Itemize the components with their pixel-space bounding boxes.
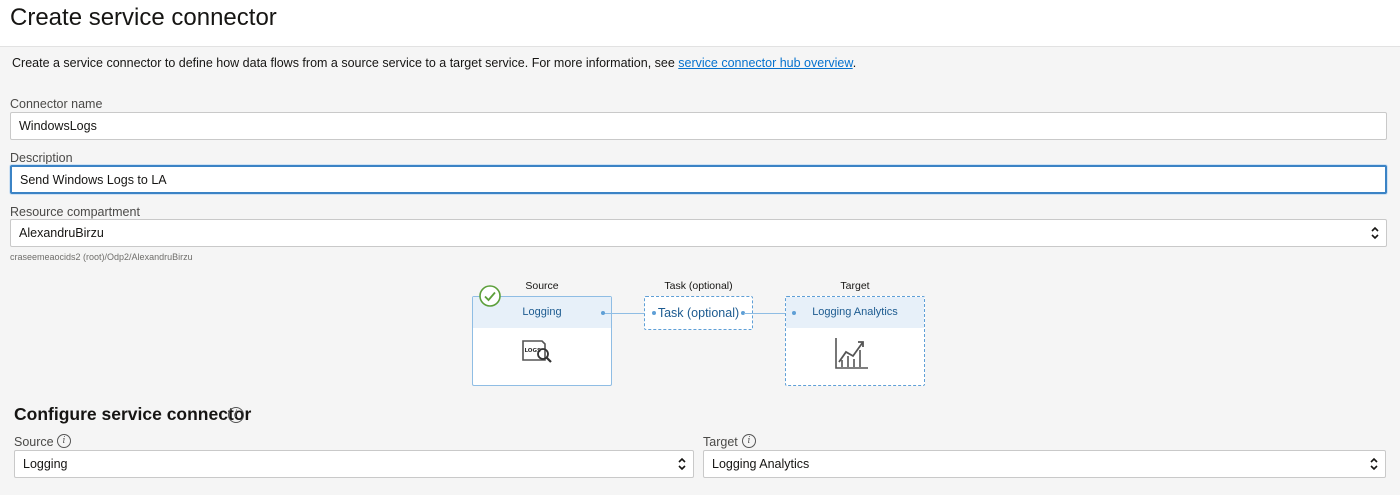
task-target-connector (744, 313, 794, 314)
analytics-chart-icon (835, 338, 868, 369)
task-heading: Task (optional) (664, 280, 733, 292)
target-select[interactable]: Logging Analytics (703, 450, 1386, 478)
intro-text-end: . (852, 56, 857, 70)
page-title: Create service connector (10, 4, 277, 31)
resource-compartment-value: AlexandruBirzu (19, 226, 104, 240)
target-input-port (792, 311, 796, 315)
intro-text-main: Create a service connector to define how… (12, 56, 679, 70)
target-info-icon[interactable]: i (742, 434, 756, 448)
source-check-icon (479, 285, 501, 307)
source-label: Source (14, 435, 54, 449)
task-card-label: Task (optional) (657, 306, 740, 320)
source-info-icon[interactable]: i (57, 434, 71, 448)
target-select-value: Logging Analytics (712, 457, 810, 471)
source-output-port (601, 311, 605, 315)
source-card[interactable]: Logging LOGS (472, 296, 612, 386)
svg-text:LOGS: LOGS (525, 348, 541, 354)
resource-compartment-select[interactable]: AlexandruBirzu (10, 219, 1387, 247)
description-input[interactable] (10, 165, 1387, 194)
task-input-port (652, 311, 656, 315)
configure-section-title: Configure service connector (14, 404, 252, 424)
description-label: Description (10, 151, 73, 165)
source-select[interactable]: Logging (14, 450, 694, 478)
page-header: Create service connector (0, 0, 1400, 47)
target-label: Target (703, 435, 738, 449)
compartment-path: craseemeaocids2 (root)/Odp2/AlexandruBir… (10, 252, 193, 262)
source-heading: Source (525, 280, 559, 292)
connector-name-input[interactable] (10, 112, 1387, 140)
target-card[interactable]: Logging Analytics (785, 296, 925, 386)
intro-text: Create a service connector to define how… (12, 56, 856, 70)
source-task-connector (603, 313, 654, 314)
connector-name-label: Connector name (10, 97, 103, 111)
chevron-up-down-icon (1370, 457, 1378, 471)
logs-search-icon: LOGS (522, 340, 552, 363)
target-heading: Target (840, 280, 870, 292)
chevron-up-down-icon (1371, 226, 1379, 240)
target-card-label: Logging Analytics (786, 297, 924, 328)
source-select-value: Logging (23, 457, 68, 471)
service-connector-hub-overview-link[interactable]: service connector hub overview (678, 56, 853, 70)
resource-compartment-label: Resource compartment (10, 205, 140, 219)
configure-info-icon[interactable]: i (228, 407, 244, 423)
task-card[interactable]: Task (optional) (644, 296, 753, 330)
chevron-up-down-icon (678, 457, 686, 471)
task-output-port (741, 311, 745, 315)
